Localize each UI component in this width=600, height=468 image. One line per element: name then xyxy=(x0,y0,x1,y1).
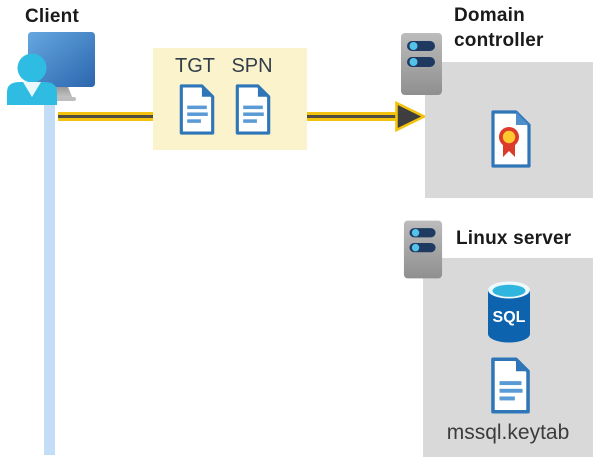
linux-server-label: Linux server xyxy=(456,228,572,249)
client-workstation-icon xyxy=(7,32,95,105)
arrow-head-icon xyxy=(395,101,426,132)
keytab-filename-label: mssql.keytab xyxy=(446,421,570,444)
certificate-icon xyxy=(491,110,531,168)
person-icon xyxy=(7,53,57,105)
server-icon xyxy=(401,33,442,95)
tgt-label: TGT xyxy=(175,55,215,77)
spn-document-icon xyxy=(235,84,271,135)
spn-label: SPN xyxy=(231,55,273,77)
sql-database-icon: SQL xyxy=(488,281,530,343)
server-icon xyxy=(403,220,443,279)
sql-label: SQL xyxy=(493,309,526,326)
keytab-document-icon xyxy=(491,357,530,414)
ticket-box xyxy=(153,48,307,150)
client-label: Client xyxy=(25,6,79,27)
client-lifeline xyxy=(44,96,55,455)
tgt-document-icon xyxy=(179,84,215,135)
domain-controller-label: Domain controller xyxy=(454,5,544,51)
